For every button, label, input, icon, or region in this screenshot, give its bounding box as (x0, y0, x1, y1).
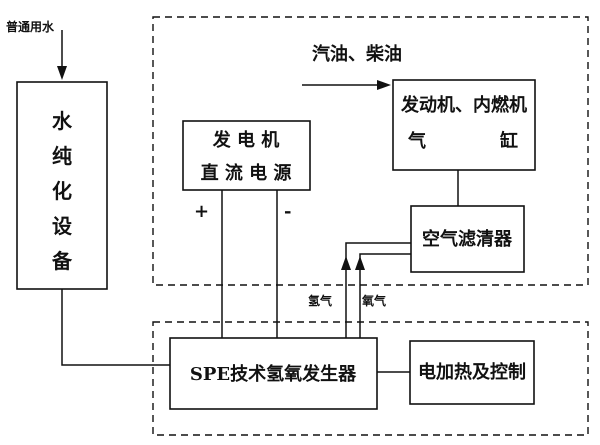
generator-region-outline (152, 321, 589, 436)
heater-control-box (409, 340, 535, 405)
spe-generator-label: SPE技术氢氧发生器 (190, 363, 357, 385)
engine-region-outline (152, 16, 589, 286)
purifier-char-2: 纯 (52, 144, 72, 168)
purifier-char-5: 备 (51, 249, 73, 273)
engine-line-2-left: 气 (407, 130, 426, 152)
air-filter-box (410, 205, 525, 273)
generator-line-2: 直 流 电 源 (201, 162, 292, 184)
oxygen-label: 氧气 (361, 293, 386, 308)
purifier-box (16, 81, 108, 290)
spe-generator-box (169, 337, 378, 410)
engine-line-2-right: 缸 (500, 130, 518, 152)
oxygen-arrow (355, 256, 365, 270)
purifier-char-1: 水 (52, 109, 73, 133)
engine-box (392, 79, 536, 171)
purifier-char-4: 设 (52, 214, 72, 238)
oxygen-line (359, 253, 411, 338)
purifier-to-spe-line (61, 289, 170, 366)
fuel-input-label: 汽油、柴油 (312, 43, 402, 65)
hydrogen-line (345, 242, 411, 338)
generator-box (182, 120, 311, 191)
hydrogen-label: 氢气 (308, 293, 332, 308)
fuel-input-arrow (377, 80, 391, 90)
positive-terminal-label: + (194, 201, 209, 222)
engine-line-1: 发动机、内燃机 (400, 94, 527, 116)
generator-line-1: 发 电 机 (212, 129, 280, 151)
water-input-label: 普通用水 (6, 19, 55, 34)
air-filter-label: 空气滤清器 (422, 228, 513, 250)
purifier-char-3: 化 (52, 179, 72, 203)
hydrogen-arrow (341, 256, 351, 270)
water-input-arrow (57, 66, 67, 80)
heater-control-label: 电加热及控制 (418, 361, 526, 383)
negative-terminal-label: - (284, 201, 291, 222)
